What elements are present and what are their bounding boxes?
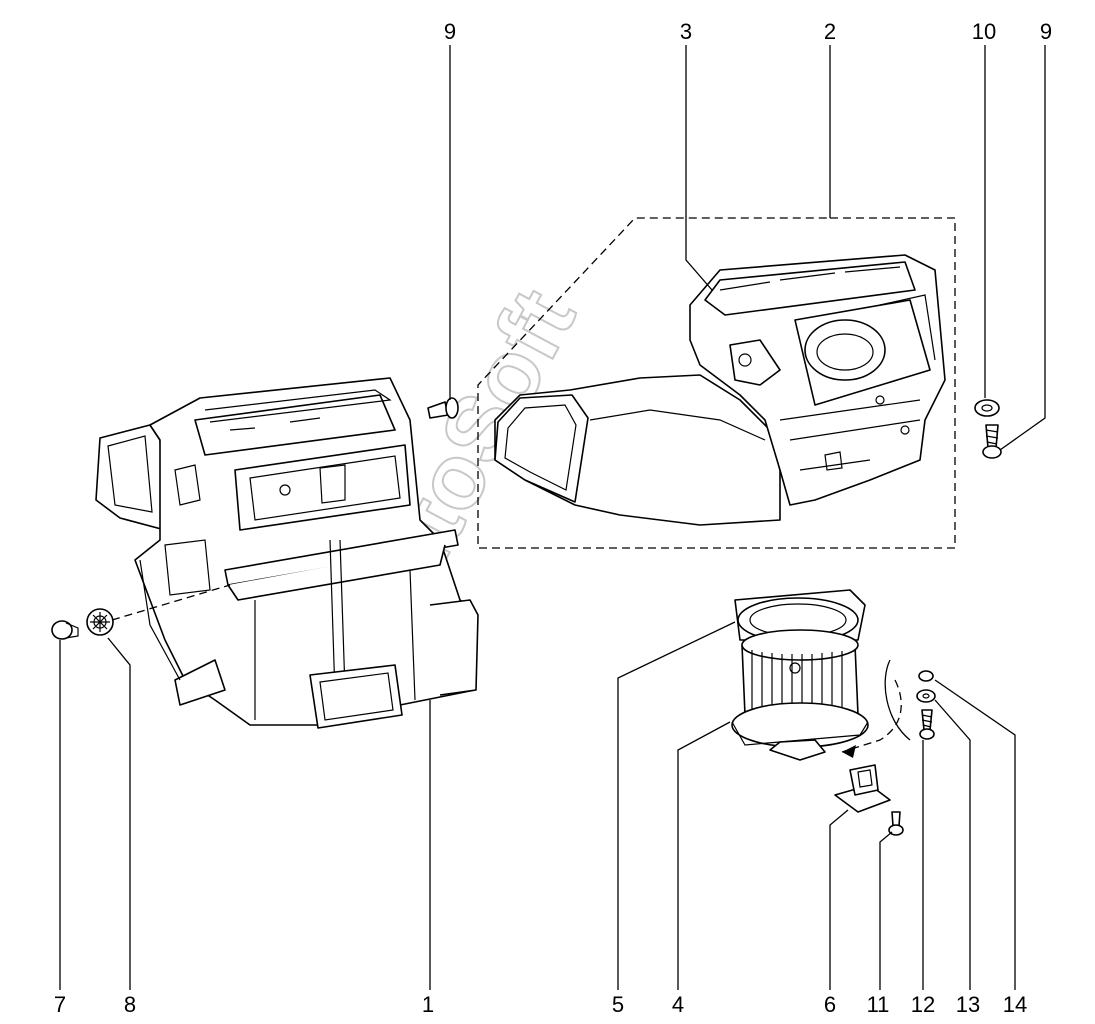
heater-housing-part <box>95 377 479 729</box>
callout-6: 6 <box>823 992 837 1017</box>
callout-12: 12 <box>910 992 936 1017</box>
screw-9-right <box>982 424 1002 459</box>
callout-9-top-left: 9 <box>443 19 457 44</box>
callout-1: 1 <box>421 992 435 1017</box>
callout-4: 4 <box>671 992 685 1017</box>
callout-14: 14 <box>1002 992 1028 1017</box>
bolt-7 <box>51 620 79 640</box>
screw-12 <box>919 709 935 740</box>
callout-8: 8 <box>123 992 137 1017</box>
resistor-6 <box>834 764 891 813</box>
washer-10 <box>974 399 1000 417</box>
callout-3: 3 <box>679 19 693 44</box>
callout-10: 10 <box>971 19 997 44</box>
leader-lines <box>59 45 1046 990</box>
callout-13: 13 <box>955 992 981 1017</box>
rotation-arrow <box>841 679 902 753</box>
callout-2: 2 <box>823 19 837 44</box>
callout-9-top-right: 9 <box>1039 19 1053 44</box>
callout-5: 5 <box>611 992 625 1017</box>
blower-motor-part <box>731 589 869 761</box>
callout-7: 7 <box>53 992 67 1017</box>
screw-9-left <box>427 397 459 419</box>
screw-11 <box>888 811 904 836</box>
washer-13 <box>916 689 936 703</box>
distribution-housing-part <box>494 254 946 526</box>
nut-14 <box>918 670 934 682</box>
washer-8 <box>86 608 114 636</box>
assembly-2-frame <box>477 217 956 549</box>
callout-11: 11 <box>866 992 890 1017</box>
